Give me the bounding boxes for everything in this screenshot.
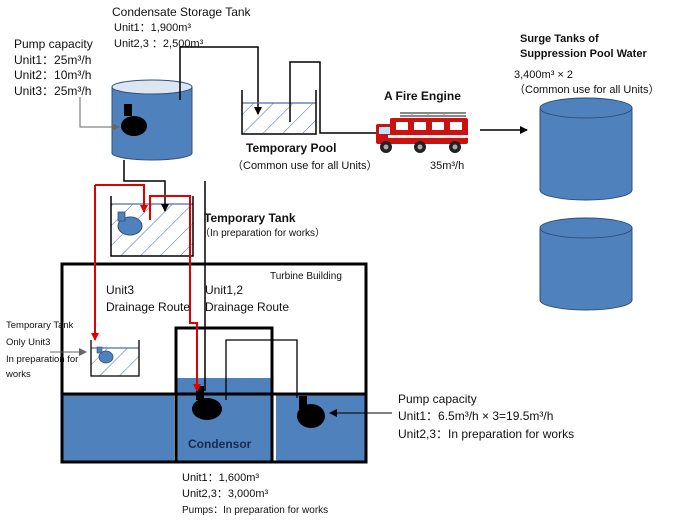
- condensor-capacity-unit23: Unit2,3：3,000m³: [182, 488, 269, 500]
- pump-capacity-right-unit1: Unit1：6.5m³/h × 3=19.5m³/h: [398, 409, 554, 423]
- temporary-tank-left-title: Temporary Tank: [6, 320, 74, 331]
- fire-engine-title: A Fire Engine: [384, 89, 461, 103]
- temporary-tank-left-line2: Only Unit3: [6, 337, 51, 348]
- unit3-route-line2: Drainage Route: [106, 300, 191, 314]
- pump-capacity-top-unit3: Unit3：25m³/h: [14, 84, 92, 98]
- condensor-label: Condensor: [188, 437, 252, 451]
- temporary-tank-left: [90, 340, 140, 377]
- storage-tank-pump: [121, 104, 147, 136]
- temporary-pool-note: （Common use for all Units）: [232, 160, 378, 172]
- temporary-tank-left-line4: works: [6, 369, 31, 380]
- unit3-route-line1: Unit3: [106, 283, 135, 297]
- condensor-pump: [192, 386, 222, 420]
- condensor-capacity-pumps: Pumps：In preparation for works: [182, 505, 329, 516]
- surge-tank-1: [539, 97, 633, 201]
- unit12-route-line2: Drainage Route: [205, 300, 290, 314]
- condensor-box: [174, 326, 274, 464]
- red-drain-route-unit12: [149, 195, 201, 392]
- temporary-tank-left-line3: In preparation for: [6, 354, 79, 365]
- fire-engine-icon: [376, 112, 468, 153]
- red-drain-route-top: [95, 184, 148, 213]
- condensate-storage-unit23: Unit2,3 ：2,500m³: [114, 38, 204, 50]
- pipe-condensor-to-right: [225, 339, 298, 400]
- basement-pump-right: [297, 396, 325, 428]
- pump-capacity-pointer: [79, 97, 120, 131]
- pump-capacity-top-unit1: Unit1：25m³/h: [14, 53, 92, 67]
- surge-tanks-title-1: Surge Tanks of: [520, 33, 599, 45]
- unit12-route-line1: Unit1,2: [205, 283, 244, 297]
- temporary-tank-upper-title: Temporary Tank: [204, 211, 296, 225]
- pump-capacity-right-title: Pump capacity: [398, 392, 477, 406]
- pipe-pool-to-fire-engine: [289, 61, 387, 137]
- temporary-tank-upper-note: （In preparation for works）: [200, 228, 326, 239]
- temporary-pool-title: Temporary Pool: [246, 141, 337, 155]
- surge-tanks-note: （Common use for all Units）: [514, 84, 660, 96]
- pipe-storage-to-pool: [179, 46, 262, 115]
- surge-tank-2: [539, 217, 633, 311]
- temporary-tank-upper: [110, 196, 194, 257]
- fire-engine-rate: 35m³/h: [430, 160, 465, 172]
- condensate-storage-unit1: Unit1：1,900m³: [114, 22, 192, 34]
- pump-capacity-top-title: Pump capacity: [14, 37, 93, 51]
- surge-tanks-title-2: Suppression Pool Water: [520, 48, 647, 60]
- temporary-pool: [241, 90, 317, 135]
- turbine-building-label: Turbine Building: [270, 271, 342, 282]
- pump-capacity-top-unit2: Unit2：10m³/h: [14, 68, 92, 82]
- surge-tanks-capacity: 3,400m³ × 2: [514, 69, 574, 81]
- pump-capacity-right-unit23: Unit2,3：In preparation for works: [398, 427, 575, 441]
- condensor-capacity-unit1: Unit1：1,600m³: [182, 472, 260, 484]
- basement-water: [62, 378, 366, 462]
- condensate-storage-title: Condensate Storage Tank: [112, 5, 251, 19]
